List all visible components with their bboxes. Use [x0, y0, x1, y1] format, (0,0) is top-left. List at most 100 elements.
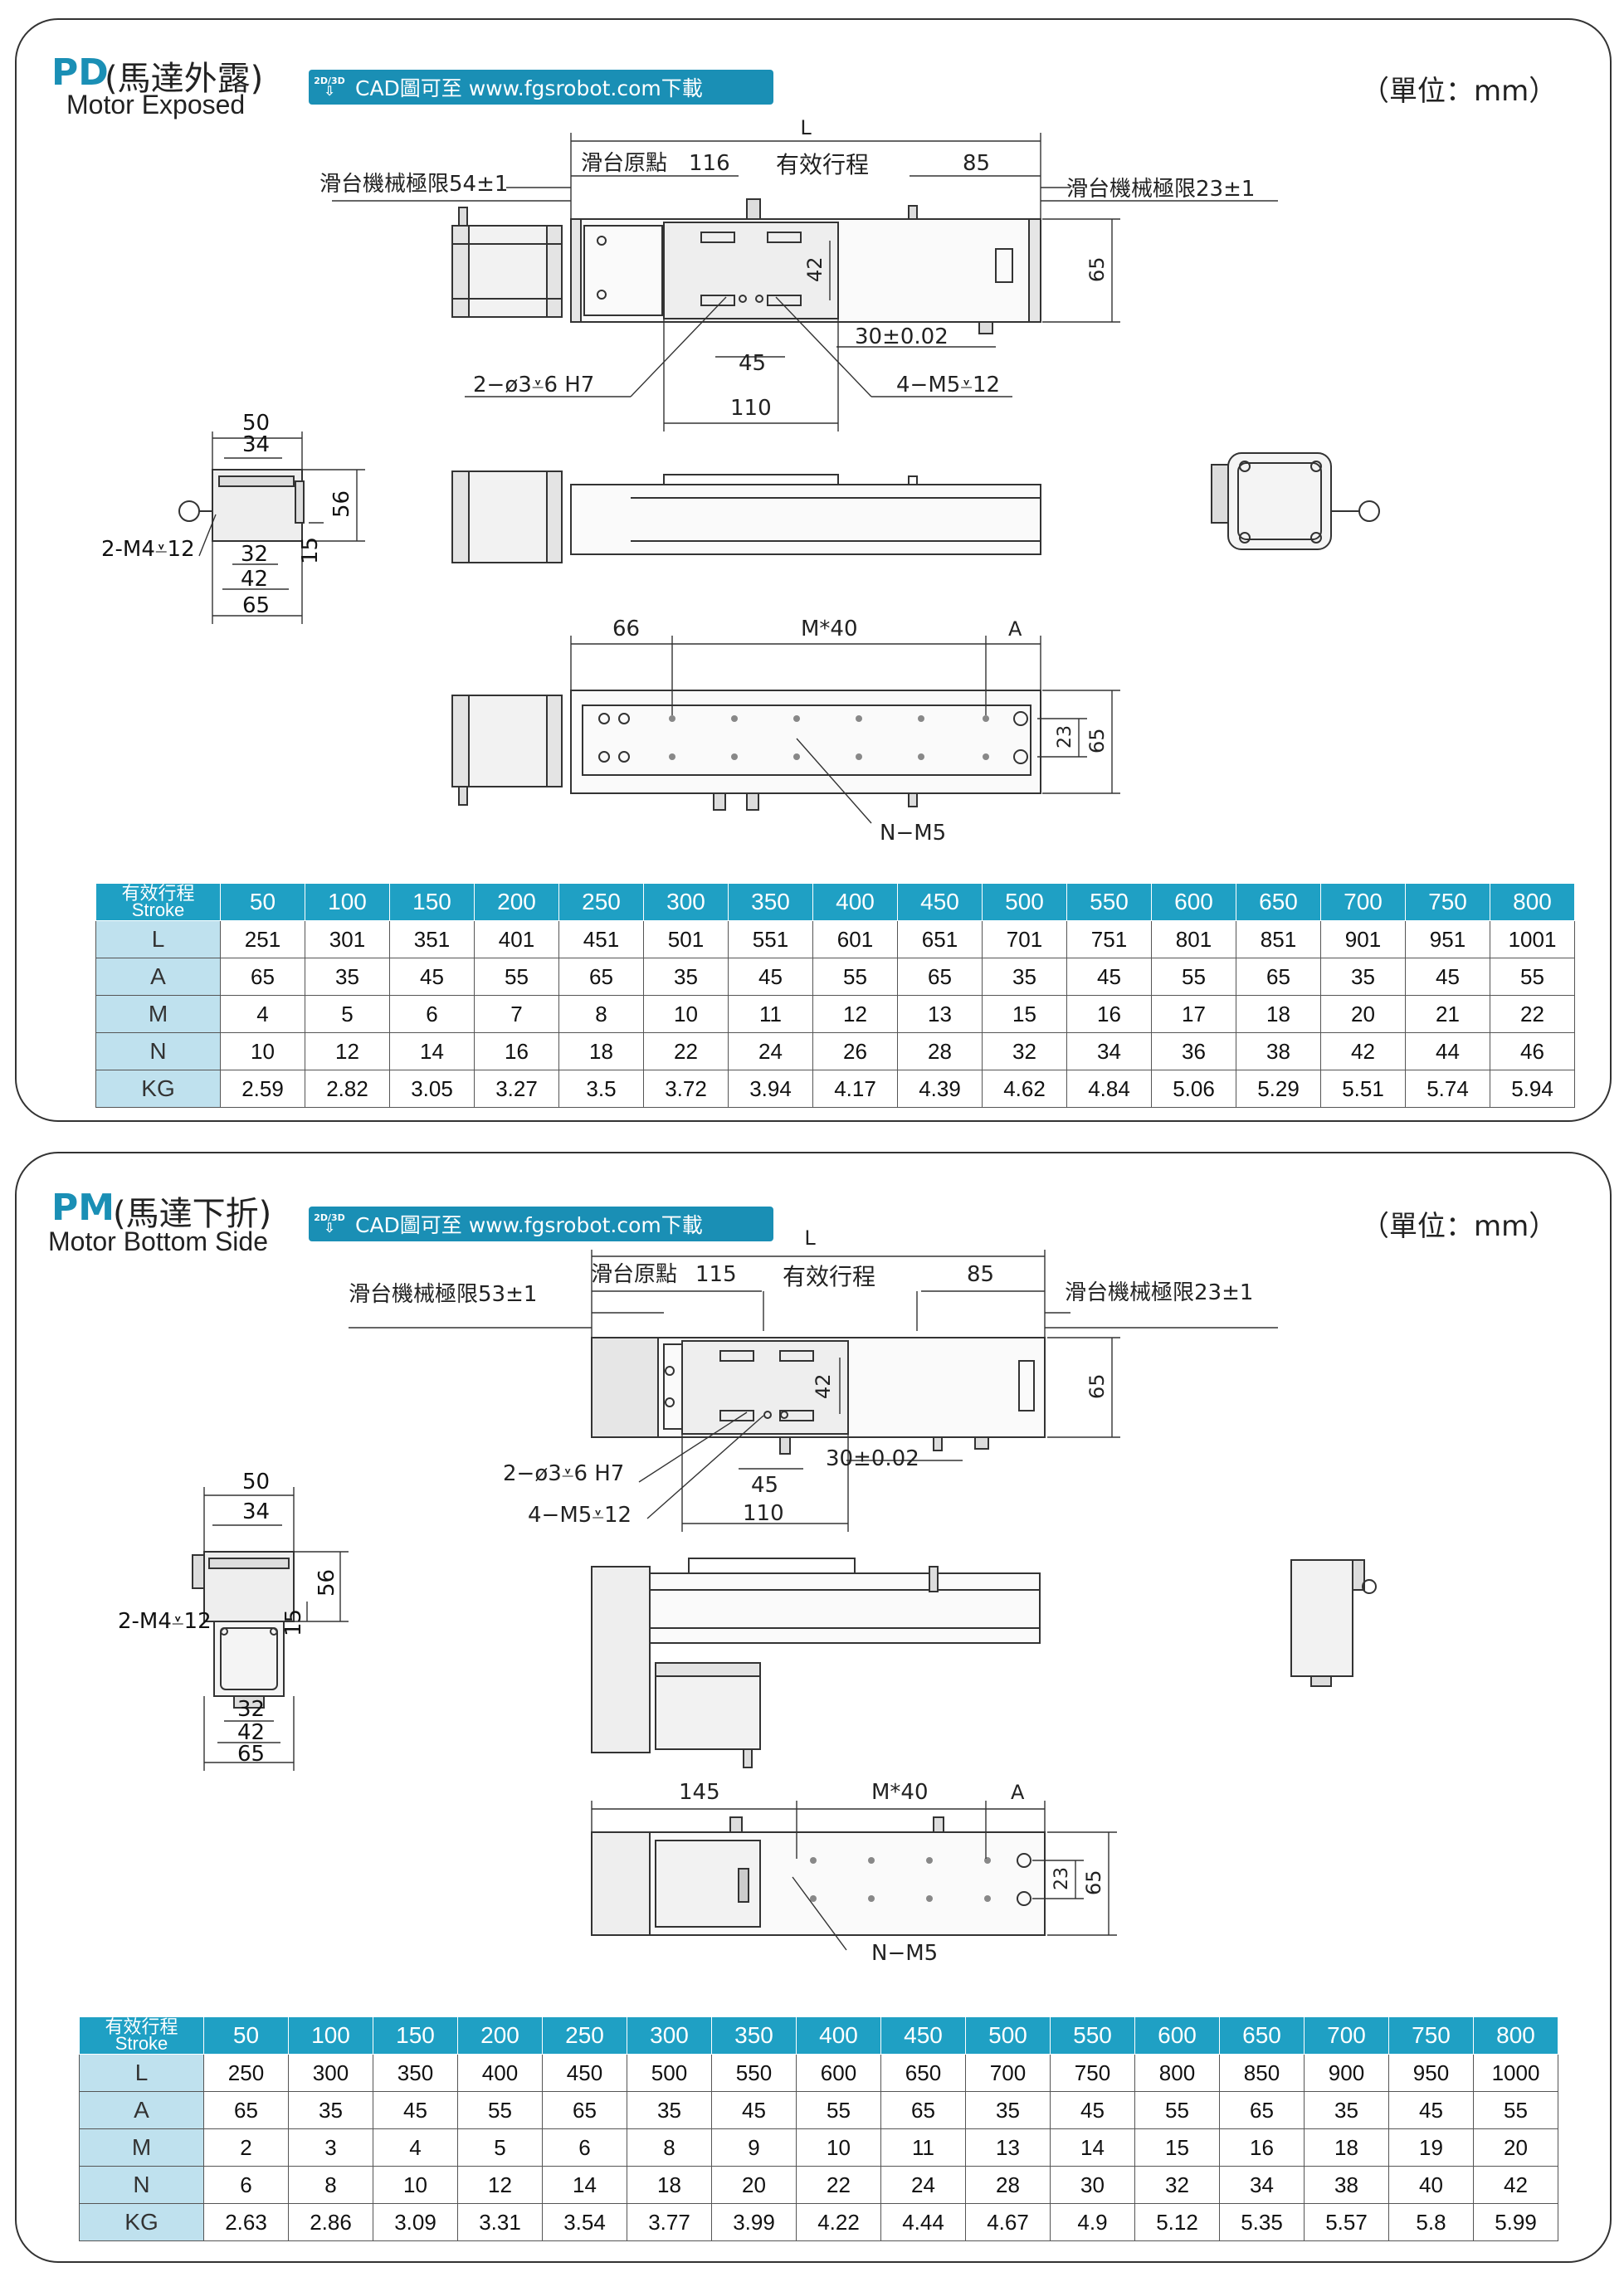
- row-label: KG: [95, 1070, 221, 1108]
- table-cell: 3.72: [643, 1070, 729, 1108]
- stroke-cell: 700: [1320, 883, 1406, 921]
- row-label: A: [95, 958, 221, 996]
- table-cell: 14: [542, 2166, 627, 2204]
- table-cell: 35: [1320, 958, 1406, 996]
- pd-pin-callout: 2−ø3⩡6 H7: [473, 373, 594, 397]
- table-cell: 4.9: [1050, 2203, 1135, 2241]
- table-cell: 3.31: [457, 2203, 543, 2241]
- cad-badge-arrow: ⇩: [324, 83, 335, 99]
- table-cell: 65: [1219, 2091, 1305, 2129]
- table-cell: 65: [203, 2091, 289, 2129]
- stroke-cell: 250: [558, 883, 644, 921]
- table-cell: 6: [203, 2166, 289, 2204]
- table-cell: 45: [1388, 2091, 1474, 2129]
- pd-dim-65: 65: [1085, 256, 1109, 282]
- pm-bottom-pitch: M*40: [871, 1780, 929, 1805]
- stroke-cell: 300: [627, 2016, 712, 2055]
- table-cell: 5.35: [1219, 2203, 1305, 2241]
- table-cell: 40: [1388, 2166, 1474, 2204]
- table-cell: 45: [373, 2091, 458, 2129]
- table-cell: 5.12: [1134, 2203, 1220, 2241]
- table-cell: 55: [812, 958, 898, 996]
- pd-bottom-pitch: M*40: [801, 617, 858, 641]
- table-cell: 451: [558, 920, 644, 958]
- table-cell: 21: [1405, 995, 1490, 1033]
- table-cell: 1000: [1473, 2054, 1558, 2092]
- table-cell: 55: [474, 958, 559, 996]
- stroke-cell: 50: [203, 2016, 289, 2055]
- table-cell: 12: [457, 2166, 543, 2204]
- table-cell: 9: [711, 2128, 797, 2167]
- pd-end-65: 65: [242, 593, 270, 618]
- table-cell: 18: [1304, 2128, 1389, 2167]
- pm-side-view: [591, 1558, 1377, 1768]
- table-cell: 55: [796, 2091, 881, 2129]
- table-cell: 5: [305, 995, 390, 1033]
- table-cell: 5.51: [1320, 1070, 1406, 1108]
- stroke-cell: 150: [389, 883, 475, 921]
- table-cell: 2.82: [305, 1070, 390, 1108]
- pd-bottom-66: 66: [612, 617, 640, 641]
- table-cell: 4.39: [897, 1070, 983, 1108]
- pd-end-tap: 2-M4⩡12: [101, 537, 195, 562]
- stroke-cell: 150: [373, 2016, 458, 2055]
- pd-dim-42: 42: [803, 256, 827, 282]
- pm-end-tap: 2-M4⩡12: [118, 1609, 212, 1634]
- table-cell: 551: [728, 920, 813, 958]
- row-label: KG: [79, 2203, 204, 2241]
- pd-drawing: L 滑台原點 116 有效行程 85 滑台機械極限54±1 滑台機械極限23±1…: [101, 116, 1380, 846]
- pm-unit-label: （單位：mm）: [1361, 1210, 1558, 1243]
- stroke-cell: 800: [1490, 883, 1575, 921]
- table-cell: 35: [627, 2091, 712, 2129]
- pm-stroke-label: 有效行程: [783, 1263, 875, 1290]
- pm-dim-110: 110: [743, 1501, 784, 1526]
- table-cell: 65: [897, 958, 983, 996]
- table-cell: 13: [965, 2128, 1051, 2167]
- table-cell: 1001: [1490, 920, 1575, 958]
- pm-bottom-A: A: [1011, 1781, 1025, 1804]
- pm-right-limit: 滑台機械極限23±1: [1065, 1280, 1253, 1305]
- table-cell: 30: [1050, 2166, 1135, 2204]
- pm-cad-download-banner[interactable]: 2D/3D⇩ CAD圖可至 www.fgsrobot.com下載: [309, 1207, 773, 1241]
- table-cell: 19: [1388, 2128, 1474, 2167]
- pd-end-value: 85: [963, 151, 990, 176]
- row-label: A: [79, 2091, 204, 2129]
- table-cell: 951: [1405, 920, 1490, 958]
- table-cell: 5.99: [1473, 2203, 1558, 2241]
- table-cell: 18: [1236, 995, 1321, 1033]
- table-cell: 4: [373, 2128, 458, 2167]
- stroke-cell: 800: [1473, 2016, 1558, 2055]
- table-cell: 20: [1320, 995, 1406, 1033]
- table-cell: 20: [1473, 2128, 1558, 2167]
- table-cell: 35: [288, 2091, 373, 2129]
- table-cell: 55: [1473, 2091, 1558, 2129]
- pd-bottom-23: 23: [1055, 725, 1075, 748]
- table-cell: 3.77: [627, 2203, 712, 2241]
- table-cell: 65: [220, 958, 305, 996]
- pd-cad-download-banner[interactable]: 2D/3D⇩ CAD圖可至 www.fgsrobot.com下載: [309, 70, 773, 105]
- table-cell: 42: [1473, 2166, 1558, 2204]
- stroke-cell: 600: [1134, 2016, 1220, 2055]
- table-cell: 32: [1134, 2166, 1220, 2204]
- table-cell: 16: [474, 1032, 559, 1070]
- table-cell: 4.67: [965, 2203, 1051, 2241]
- table-cell: 4.62: [982, 1070, 1067, 1108]
- table-cell: 900: [1304, 2054, 1389, 2092]
- header-cn: 有效行程: [105, 2016, 178, 2037]
- download-icon: 2D/3D⇩: [309, 1213, 350, 1235]
- table-cell: 5.8: [1388, 2203, 1474, 2241]
- row-label: N: [79, 2166, 204, 2204]
- row-label: L: [95, 920, 221, 958]
- table-cell: 55: [457, 2091, 543, 2129]
- pd-dim-110: 110: [730, 396, 772, 421]
